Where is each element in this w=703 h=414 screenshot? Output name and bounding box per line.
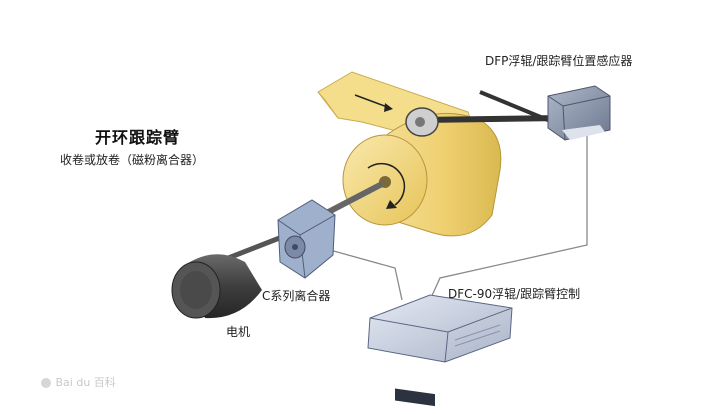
winding-roll — [342, 112, 502, 237]
position-sensor — [547, 85, 611, 141]
watermark-text: Bai du 百科 — [55, 376, 116, 389]
controller-label: DFC-90浮辊/跟踪臂控制 — [448, 287, 581, 301]
sensor-label: DFP浮辊/跟踪臂位置感应器 — [485, 54, 633, 68]
clutch-label: C系列离合器 — [262, 289, 331, 303]
dfc-controller — [367, 294, 513, 407]
magnetic-clutch — [277, 199, 336, 279]
web-direction-arrow — [354, 94, 391, 109]
clutch-cable — [329, 215, 403, 301]
motor-label: 电机 — [226, 325, 251, 339]
controller-display — [395, 388, 435, 407]
dancer-arm — [405, 90, 563, 137]
paw-logo-icon — [41, 378, 51, 388]
motor — [171, 254, 262, 319]
sensor-cable — [429, 130, 588, 301]
diagram-subtitle: 收卷或放卷（磁粉离合器） — [60, 153, 205, 167]
rotation-arrow — [367, 162, 406, 206]
watermark: Bai du 百科 — [40, 374, 116, 390]
diagram-title: 开环跟踪臂 — [95, 128, 181, 147]
